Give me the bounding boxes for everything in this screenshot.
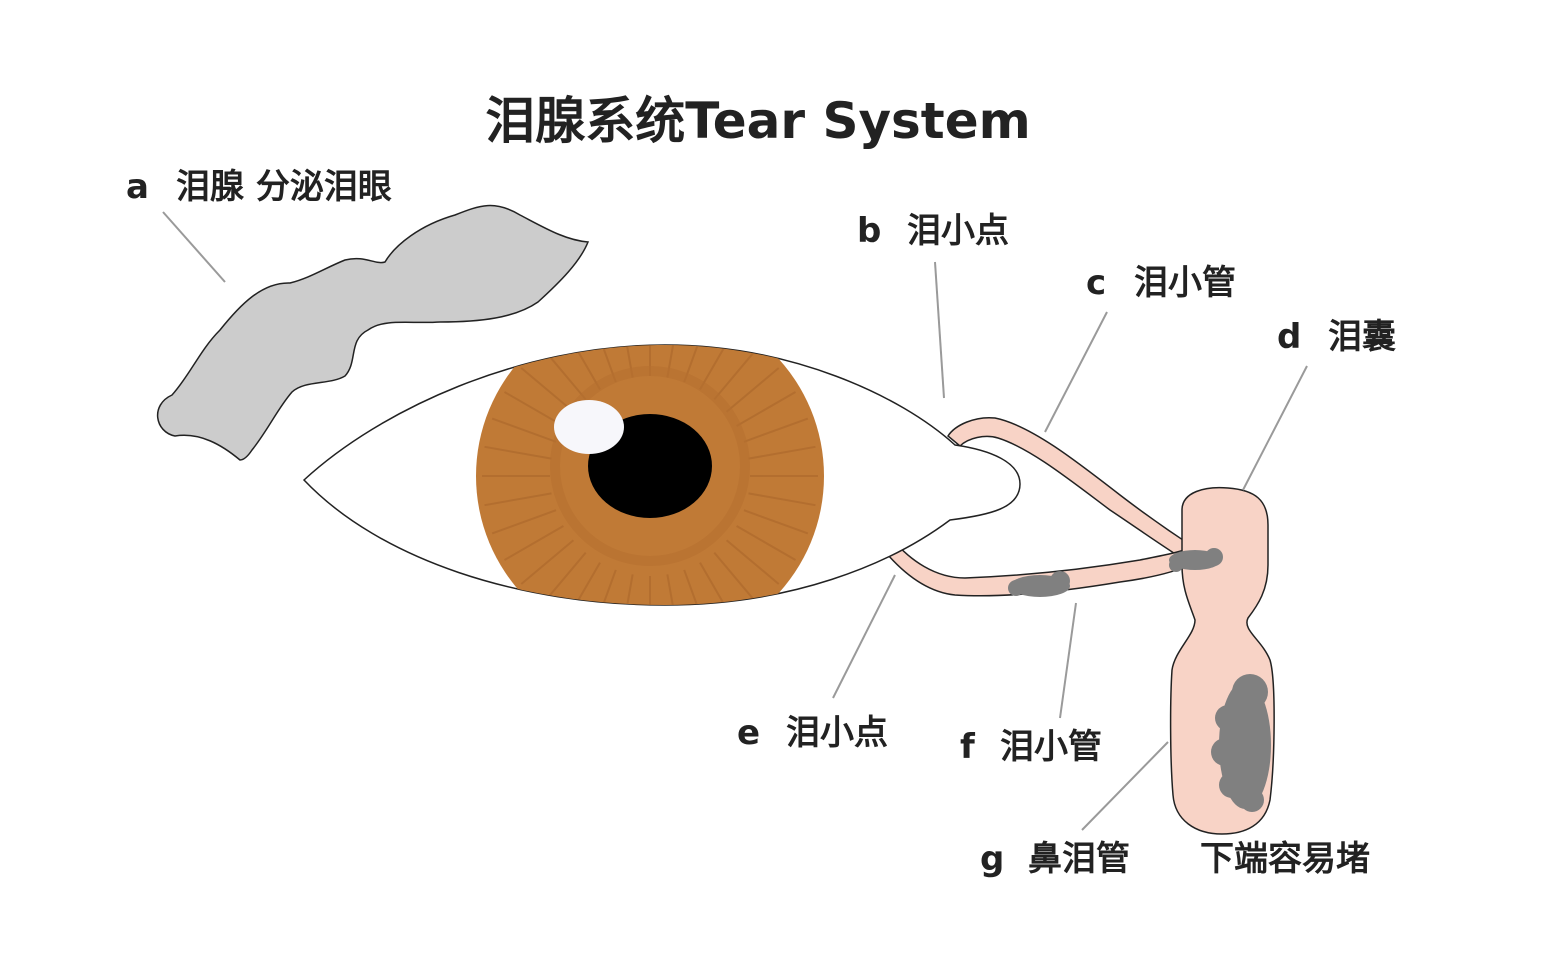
label-c-letter: c bbox=[1086, 263, 1106, 303]
label-f-text: 泪小管 bbox=[1000, 727, 1102, 767]
label-g-letter: g bbox=[980, 839, 1004, 879]
iris-spoke bbox=[713, 551, 759, 605]
leader-g bbox=[1081, 741, 1169, 831]
label-blockage-note: 下端容易堵 bbox=[1200, 839, 1370, 879]
label-g-text: 鼻泪管 bbox=[1028, 839, 1130, 879]
label-f: f 泪小管 bbox=[960, 727, 1102, 767]
label-e-letter: e bbox=[737, 713, 760, 753]
label-d: d 泪囊 bbox=[1277, 317, 1396, 357]
iris-spoke bbox=[619, 345, 634, 378]
iris-spoke bbox=[736, 391, 796, 427]
blockage-nasolacrimal-duct bbox=[1211, 674, 1271, 812]
iris-spoke bbox=[666, 345, 681, 378]
iris-spoke bbox=[713, 346, 759, 401]
iris-spoke bbox=[683, 345, 709, 383]
label-d-text: 泪囊 bbox=[1328, 317, 1396, 357]
iris-spoke bbox=[504, 525, 564, 561]
label-f-letter: f bbox=[960, 727, 976, 767]
iris-spoke bbox=[743, 509, 809, 535]
label-c: c 泪小管 bbox=[1086, 263, 1236, 303]
iris-spoke bbox=[504, 391, 564, 427]
label-d-letter: d bbox=[1277, 317, 1301, 357]
iris-spoke bbox=[699, 345, 735, 390]
iris-spoke bbox=[743, 417, 809, 443]
label-b-text: 泪小点 bbox=[907, 211, 1009, 251]
leader-c bbox=[1044, 311, 1108, 433]
label-c-text: 泪小管 bbox=[1134, 263, 1236, 303]
iris-texture bbox=[482, 345, 818, 605]
iris-spoke bbox=[748, 492, 816, 507]
iris-spoke bbox=[491, 509, 557, 535]
eye-highlight bbox=[554, 400, 624, 454]
leader-e bbox=[832, 574, 896, 699]
iris-spoke bbox=[565, 345, 601, 390]
blockage-duct-lower bbox=[1008, 571, 1070, 597]
label-a-text: 泪腺 分泌泪眼 bbox=[176, 167, 392, 207]
iris-spoke bbox=[591, 569, 617, 605]
leader-d bbox=[1242, 365, 1308, 491]
leader-a bbox=[162, 211, 226, 283]
iris-spoke bbox=[748, 445, 816, 460]
label-b: b 泪小点 bbox=[857, 211, 1009, 251]
leader-f bbox=[1059, 602, 1077, 719]
iris-spoke bbox=[725, 539, 780, 585]
iris-spoke bbox=[736, 525, 796, 561]
blockage-sac-entry bbox=[1169, 548, 1223, 572]
label-e: e 泪小点 bbox=[737, 713, 888, 753]
iris-spoke bbox=[725, 367, 780, 413]
label-a-letter: a bbox=[126, 167, 149, 207]
leader-b bbox=[934, 261, 945, 399]
label-a: a 泪腺 分泌泪眼 bbox=[126, 167, 392, 207]
iris-spoke bbox=[565, 562, 601, 605]
iris-inner-ring bbox=[550, 366, 750, 566]
iris-spoke bbox=[619, 574, 634, 605]
iris-spoke bbox=[491, 417, 557, 443]
iris-spoke bbox=[591, 345, 617, 383]
iris-spoke bbox=[484, 445, 552, 460]
label-e-text: 泪小点 bbox=[786, 713, 888, 753]
iris-spoke bbox=[683, 569, 709, 605]
label-g: g 鼻泪管 bbox=[980, 839, 1130, 879]
iris-spoke bbox=[699, 562, 735, 605]
diagram-title: 泪腺系统Tear System bbox=[485, 92, 1030, 150]
iris-spoke bbox=[484, 492, 552, 507]
iris-spoke bbox=[666, 574, 681, 605]
label-b-letter: b bbox=[857, 211, 881, 251]
iris-spoke bbox=[520, 539, 575, 585]
iris-spoke bbox=[520, 367, 575, 413]
lacrimal-gland bbox=[156, 204, 590, 461]
